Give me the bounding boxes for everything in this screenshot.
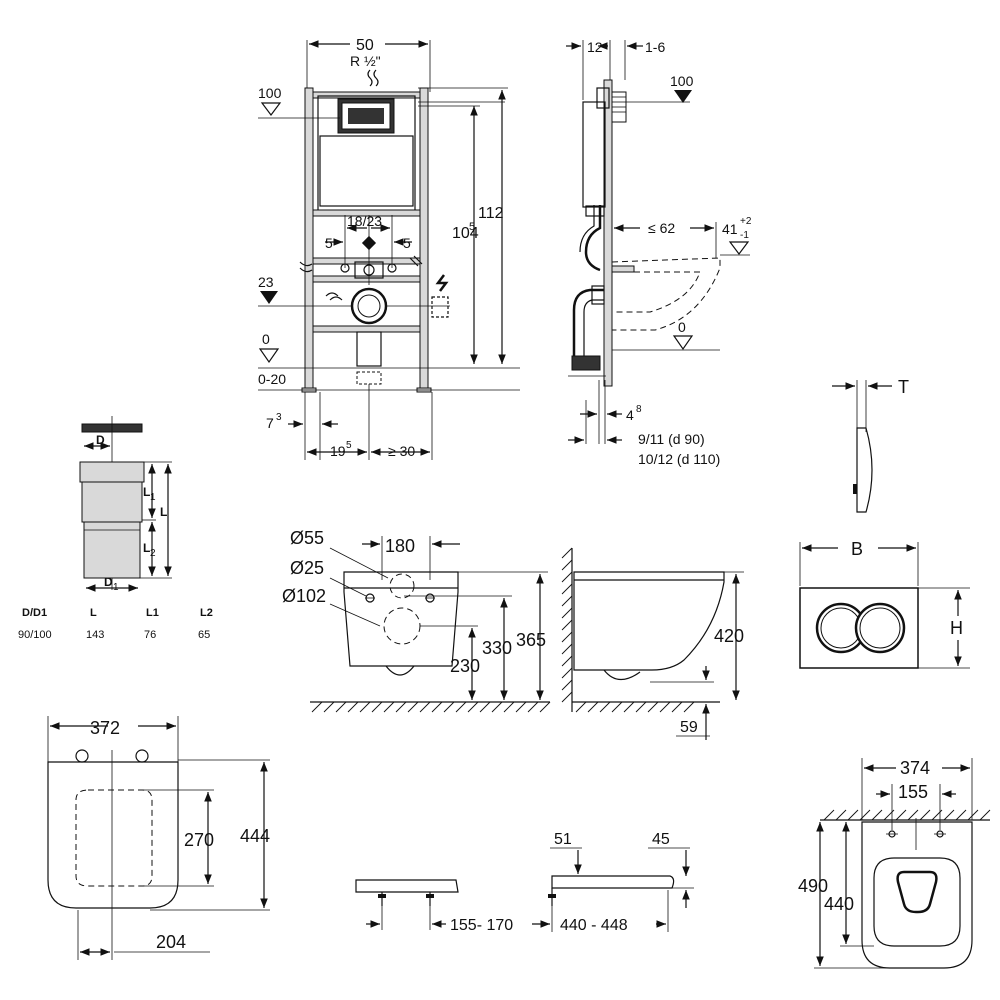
level-23-label: 23 — [258, 274, 274, 290]
bowl-d25-label: Ø25 — [290, 558, 324, 578]
seat-side-view: 155- 170 51 45 440 - 448 — [355, 831, 694, 934]
bowl-top-w374-label: 374 — [900, 758, 930, 778]
side-max-62-label: ≤ 62 — [648, 220, 675, 236]
side-h41-sup: +2 — [740, 216, 752, 227]
bowl-h365-label: 365 — [516, 630, 546, 650]
side-d4-sup: 8 — [636, 404, 642, 415]
seat-h444-label: 444 — [240, 826, 270, 846]
table-cell-l2: 65 — [198, 629, 210, 641]
table-header-l1: L1 — [146, 607, 159, 619]
bowl-h330-label: 330 — [482, 638, 512, 658]
svg-text:2: 2 — [150, 548, 156, 559]
side-d4-label: 4 — [626, 407, 634, 423]
table-cell-l: 143 — [86, 629, 104, 641]
bowl-top-h440-label: 440 — [824, 894, 854, 914]
height-112-label: 112 — [478, 205, 504, 222]
svg-text:1: 1 — [150, 492, 156, 503]
table-header-d: D/D1 — [22, 607, 47, 619]
level-0-label: 0 — [262, 331, 270, 347]
bowl-d55-label: Ø55 — [290, 528, 324, 548]
frame-side-view: 12 1-6 100 ≤ 62 41 +2 -1 — [566, 39, 752, 467]
water-icon — [299, 261, 313, 273]
frame-front-view: 50 R ½" 100 18/23 5 5 — [258, 37, 520, 460]
side-d110-label: 10/12 (d 110) — [638, 451, 720, 467]
side-level-100-label: 100 — [670, 73, 694, 89]
svg-text:L: L — [160, 505, 167, 519]
side-d90-label: 9/11 (d 90) — [638, 431, 705, 447]
seat-top-view: 372 270 444 204 — [47, 716, 270, 960]
height-104-sup: 5 — [469, 221, 475, 233]
level-0-20-label: 0-20 — [258, 371, 286, 387]
left-19-sup: 5 — [346, 440, 352, 451]
electric-icon — [435, 274, 449, 292]
flush-plate: T B H — [799, 377, 970, 669]
bowl-d102-label: Ø102 — [282, 586, 326, 606]
right-30-label: ≥ 30 — [388, 443, 415, 459]
frame-thread-label: R ½" — [350, 53, 381, 69]
offset-left-label: 5 — [325, 235, 333, 251]
seat-span-label: 155- 170 — [450, 917, 513, 934]
offset-right-label: 5 — [403, 235, 411, 251]
seat-w204-label: 204 — [156, 932, 186, 952]
left-19-label: 19 — [330, 443, 346, 459]
frame-width-label: 50 — [356, 37, 374, 54]
seat-h270-label: 270 — [184, 830, 214, 850]
adapter-d1-label: D — [104, 575, 113, 589]
bowl-h59-label: 59 — [680, 719, 698, 736]
adapter-d-label: D — [96, 433, 105, 447]
side-level-0-label: 0 — [678, 319, 686, 335]
plate-t-label: T — [898, 377, 909, 397]
seat-t45-label: 45 — [652, 831, 670, 848]
bowl-top-w155-label: 155 — [898, 782, 928, 802]
water-supply-icon — [367, 69, 373, 87]
table-cell-l1: 76 — [144, 629, 156, 641]
side-h41-sub: -1 — [740, 230, 749, 241]
bowl-width-180-label: 180 — [385, 536, 415, 556]
bowl-side-view: 420 59 — [561, 547, 744, 740]
bowl-front-view: 180 Ø55 Ø25 Ø102 — [282, 528, 551, 713]
svg-text:1: 1 — [113, 582, 119, 593]
table-header-l2: L2 — [200, 607, 213, 619]
plate-h-label: H — [950, 618, 963, 638]
bolt-spacing-label: 18/23 — [347, 213, 382, 229]
plate-b-label: B — [851, 539, 863, 559]
bowl-top-view: 374 155 490 440 — [798, 758, 991, 969]
left-7-label: 7 — [266, 415, 274, 431]
seat-t51-label: 51 — [554, 831, 572, 848]
bowl-h230-label: 230 — [450, 656, 480, 676]
seat-w372-label: 372 — [90, 718, 120, 738]
bowl-h420-label: 420 — [714, 626, 744, 646]
depth-1-6-label: 1-6 — [645, 39, 665, 55]
floor-hatch — [311, 701, 551, 713]
table-cell-d: 90/100 — [18, 629, 52, 641]
seat-length-label: 440 - 448 — [560, 917, 628, 934]
top-wall-hatch — [823, 809, 991, 821]
adapter-l1-label: L — [143, 485, 150, 499]
left-7-sup: 3 — [276, 412, 282, 423]
table-header-l: L — [90, 607, 97, 619]
bowl-top-h490-label: 490 — [798, 876, 828, 896]
adapter-l2-label: L — [143, 541, 150, 555]
pipe-adapter: D L 1 L 2 L D 1 D/D1 L L1 L2 90/100 143 … — [18, 416, 213, 641]
wall-hatch — [561, 547, 573, 703]
height-104-label: 104 — [452, 225, 479, 242]
level-100-label: 100 — [258, 85, 282, 101]
depth-12-label: 12 — [587, 39, 603, 55]
side-h41-label: 41 — [722, 221, 738, 237]
